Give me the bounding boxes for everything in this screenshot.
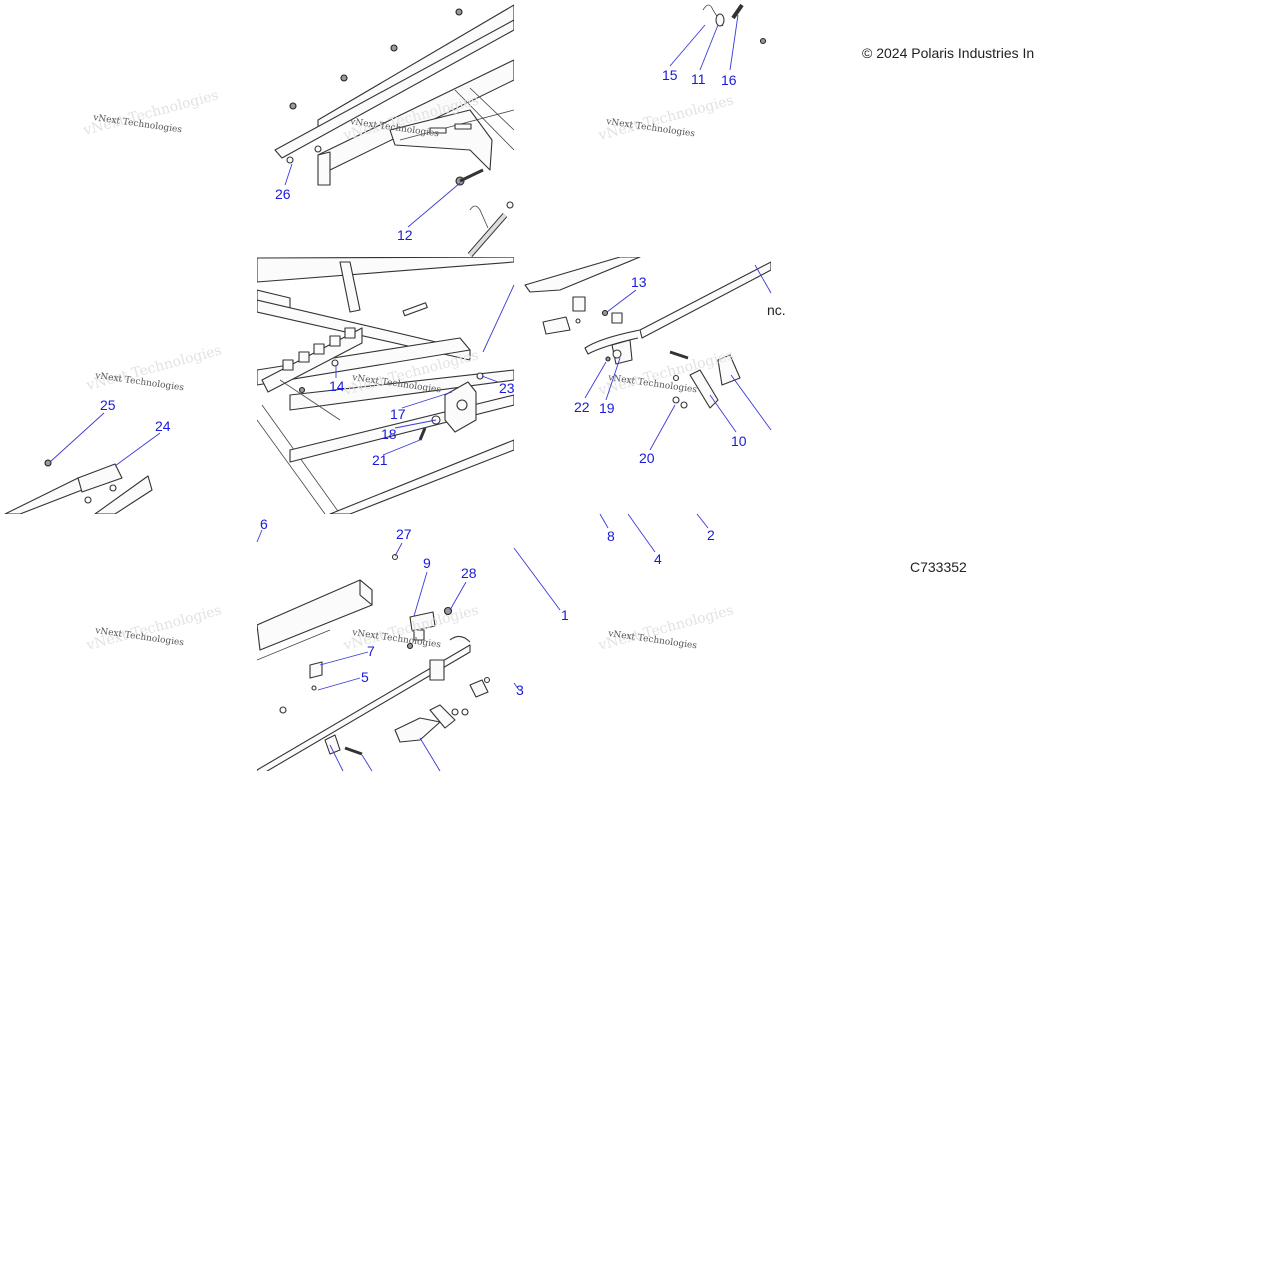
callout-17: 17: [390, 406, 406, 422]
callout-23: 23: [499, 380, 515, 396]
callout-1: 1: [561, 607, 569, 623]
callout-4: 4: [654, 551, 662, 567]
callout-6: 6: [260, 516, 268, 532]
side-rail-tile: [4, 459, 153, 514]
alternate-view-tile: [257, 553, 491, 771]
callout-26: 26: [275, 186, 291, 202]
callout-25: 25: [100, 397, 116, 413]
callout-18: 18: [381, 426, 397, 442]
fragment-text: nc.: [767, 302, 786, 318]
figure-code: C733352: [910, 559, 967, 575]
pin-group: [702, 3, 767, 45]
callouts: 1 2 3 4 5 6 7 8 9 10 11 12 13 14 15 16 1…: [100, 67, 747, 698]
leader-lines: [49, 14, 772, 772]
callout-15: 15: [662, 67, 678, 83]
callout-5: 5: [361, 669, 369, 685]
callout-19: 19: [599, 400, 615, 416]
frame-crossmember-tile: [257, 257, 514, 514]
callout-13: 13: [631, 274, 647, 290]
stabilizer-bar-tile: [524, 257, 771, 409]
frame-rail-tile: [274, 4, 514, 257]
callout-27: 27: [396, 526, 412, 542]
callout-3: 3: [516, 682, 524, 698]
callout-28: 28: [461, 565, 477, 581]
callout-2: 2: [707, 527, 715, 543]
watermarks: vNext Technologies vNext Technologies vN…: [81, 87, 735, 654]
callout-12: 12: [397, 227, 413, 243]
callout-8: 8: [607, 528, 615, 544]
callout-14: 14: [329, 378, 345, 394]
callout-21: 21: [372, 452, 388, 468]
callout-11: 11: [691, 71, 706, 87]
callout-7: 7: [367, 643, 375, 659]
callout-22: 22: [574, 399, 590, 415]
callout-10: 10: [731, 433, 747, 449]
callout-16: 16: [721, 72, 737, 88]
callout-20: 20: [639, 450, 655, 466]
copyright-text: © 2024 Polaris Industries In: [862, 45, 1034, 61]
callout-24: 24: [155, 418, 171, 434]
callout-9: 9: [423, 555, 431, 571]
